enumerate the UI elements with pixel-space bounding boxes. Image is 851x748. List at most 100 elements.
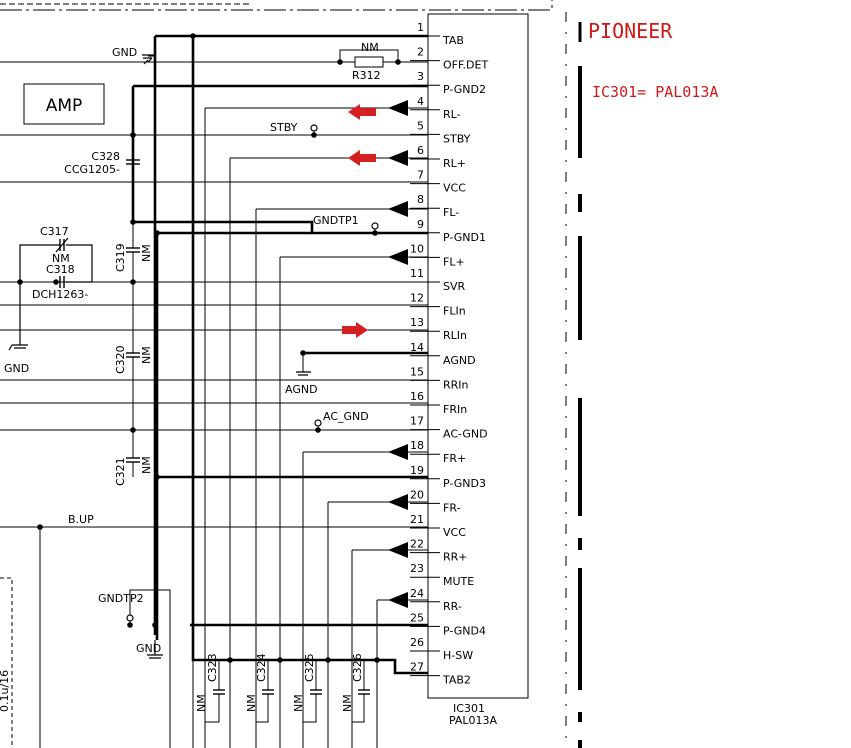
c324-label: C324	[255, 653, 268, 682]
pin-number: 8	[417, 193, 424, 206]
pin-name: RL+	[443, 157, 466, 170]
brand-label: PIONEER	[588, 19, 673, 43]
c326-nm-label: NM	[341, 694, 354, 712]
pin-name: FL-	[443, 206, 459, 219]
red-arrow-rl-plus	[348, 150, 376, 166]
c319-label: C319	[114, 243, 127, 272]
pin-name: VCC	[443, 182, 466, 195]
capacitor-c321	[126, 457, 140, 463]
ac-gnd-label: AC_GND	[323, 410, 369, 423]
pin-name: P-GND4	[443, 624, 486, 637]
gndtp1-label: GNDTP1	[313, 214, 359, 227]
pin-number: 19	[410, 464, 424, 477]
pin-number: 16	[410, 390, 424, 403]
cap-left-value-label: 0.1u/16	[0, 670, 11, 712]
pin-name: VCC	[443, 526, 466, 539]
dch1263-label: DCH1263-	[32, 288, 88, 301]
ic-pins: 1TAB2OFF.DET3P-GND24RL-5STBY6RL+7VCC8FL-…	[410, 21, 488, 687]
pin-number: 17	[410, 415, 424, 428]
pin-number: 11	[410, 267, 424, 280]
pin-number: 20	[410, 488, 424, 501]
gnd-top-label: GND	[112, 46, 137, 59]
pin-name: RL-	[443, 108, 461, 121]
pin-name: STBY	[443, 132, 471, 145]
gnd-left-label: GND	[4, 362, 29, 375]
pin-number: 13	[410, 316, 424, 329]
c317-nm-label: NM	[52, 252, 70, 265]
pin-number: 18	[410, 439, 424, 452]
pin-name: AGND	[443, 354, 476, 367]
c321-nm-label: NM	[140, 456, 153, 474]
pin-number: 2	[417, 46, 424, 59]
pin-name: SVR	[443, 280, 466, 293]
pin-number: 1	[417, 21, 424, 34]
pin-name: FR+	[443, 452, 466, 465]
pin-name: RR+	[443, 551, 468, 564]
c321-label: C321	[114, 457, 127, 486]
c325-nm-label: NM	[292, 694, 305, 712]
ic-part-label: PAL013A	[449, 714, 498, 727]
bottom-cap-wires	[192, 660, 378, 748]
ground-icon-bottom	[147, 640, 163, 659]
red-arrow-rl-minus	[348, 104, 376, 120]
pin-number: 21	[410, 513, 424, 526]
gndtp2-label: GNDTP2	[98, 592, 144, 605]
ground-bus-lines	[131, 34, 428, 675]
capacitor-c325	[303, 660, 322, 723]
bottom-capacitors	[205, 660, 370, 723]
bup-label: B.UP	[68, 513, 94, 526]
pin-name: RLIn	[443, 329, 467, 342]
pin-number: 9	[417, 218, 424, 231]
pin-name: P-GND1	[443, 231, 486, 244]
pin-number: 10	[410, 242, 424, 255]
c323-label: C323	[206, 653, 219, 682]
bup-and-lower-left	[0, 527, 41, 748]
pin-number: 6	[417, 144, 424, 157]
pin-number: 7	[417, 169, 424, 182]
pin-number: 4	[417, 95, 424, 108]
c320-label: C320	[114, 345, 127, 374]
pin-number: 27	[410, 661, 424, 674]
c325-label: C325	[303, 653, 316, 682]
ic-ref-label: IC301	[453, 702, 485, 715]
pin-number: 14	[410, 341, 424, 354]
pin-number: 22	[410, 538, 424, 551]
pin-number: 24	[410, 587, 424, 600]
resistor-r312	[354, 56, 384, 68]
pin-name: FR-	[443, 501, 461, 514]
capacitor-c324	[256, 660, 274, 723]
pin-number: 25	[410, 611, 424, 624]
ground-icon-left	[8, 282, 28, 351]
pin-name: P-GND2	[443, 83, 486, 96]
c319-nm-label: NM	[140, 244, 153, 262]
pin-name: RR-	[443, 600, 462, 613]
ground-symbols	[8, 54, 311, 659]
dashed-border-top	[0, 0, 553, 11]
gnd-bottom-label: GND	[136, 642, 161, 655]
pin-name: FL+	[443, 255, 465, 268]
ic301-box	[427, 13, 529, 699]
pin-name: MUTE	[443, 575, 474, 588]
pin-number: 23	[410, 562, 424, 575]
capacitor-c326	[352, 660, 370, 723]
junction-dots	[17, 33, 401, 663]
agnd-label: AGND	[285, 383, 318, 396]
pin-name: P-GND3	[443, 477, 486, 490]
pin-name: FRIn	[443, 403, 467, 416]
capacitor-c319	[126, 247, 140, 253]
output-arrowheads	[388, 100, 408, 608]
r312-nm-label: NM	[361, 41, 379, 54]
c318-label: C318	[46, 263, 75, 276]
pin-number: 12	[410, 292, 424, 305]
pin-number: 3	[417, 70, 424, 83]
c317-label: C317	[40, 225, 69, 238]
ground-icon-top	[142, 54, 155, 65]
stby-label: STBY	[270, 121, 298, 134]
pin-name: FLIn	[443, 305, 466, 318]
ccg1205-label: CCG1205-	[64, 163, 120, 176]
pin-number: 26	[410, 636, 424, 649]
ground-icon-agnd	[296, 371, 311, 376]
ic-note-label: IC301= PAL013A	[592, 83, 718, 101]
red-signal-arrows	[342, 104, 376, 338]
